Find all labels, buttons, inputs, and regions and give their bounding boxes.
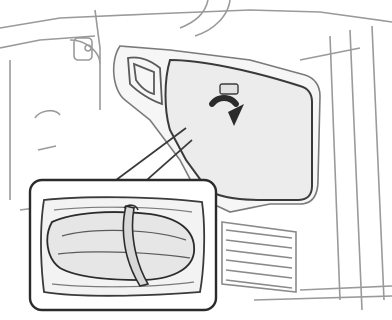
callout-detail	[30, 180, 216, 310]
cover-tab	[220, 84, 238, 94]
vent-grille	[222, 222, 296, 292]
stowed-item	[47, 212, 194, 280]
